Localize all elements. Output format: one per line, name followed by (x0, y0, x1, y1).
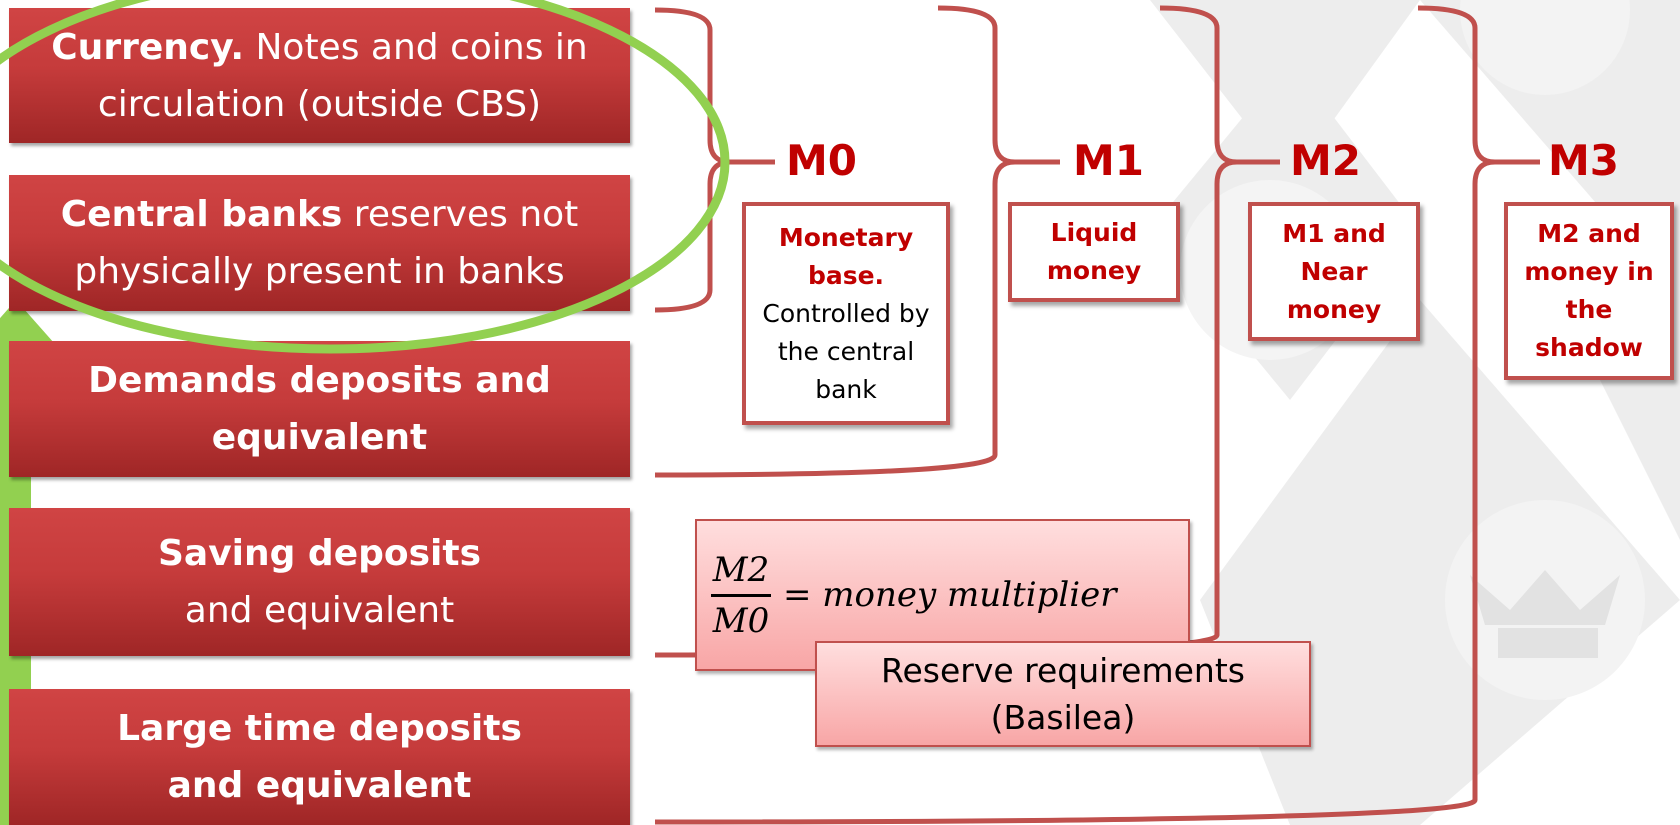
m2-desc-title: M1 and Near money (1282, 218, 1386, 324)
reserve-requirements-box: Reserve requirements (Basilea) (815, 641, 1311, 747)
m0-description: Monetary base. Controlled by the central… (742, 202, 950, 425)
green-highlight-ellipse (0, 0, 730, 354)
currency-box: Currency. Notes and coins in circulation… (9, 8, 630, 143)
currency-title: Currency. (51, 26, 245, 68)
demand-deposits-box: Demands deposits and equivalent (9, 341, 630, 477)
green-arrow-head (0, 300, 62, 352)
m1-description: Liquid money (1008, 202, 1180, 302)
reserves-text: reserves not physically present in banks (74, 194, 579, 292)
saving-deposits-title: Saving deposits (157, 533, 482, 574)
m0-desc-text: Controlled by the central bank (762, 298, 930, 404)
saving-deposits-text: and equivalent (184, 590, 455, 631)
large-time-deposits-text: Large time deposits and equivalent (117, 708, 522, 806)
formula-rhs: = money multiplier (783, 575, 1117, 615)
label-m3: M3 (1548, 136, 1620, 185)
fraction-denominator: M0 (712, 600, 770, 641)
bracket-m1 (654, 5, 1060, 478)
reserves-title: Central banks (60, 194, 343, 235)
saving-deposits-box: Saving deposits and equivalent (9, 508, 630, 656)
m2-description: M1 and Near money (1248, 202, 1420, 341)
reserve-line2: (Basilea) (990, 698, 1136, 737)
label-m0: M0 (786, 136, 858, 185)
fraction-numerator: M2 (712, 549, 770, 590)
crown-icon (1470, 570, 1620, 658)
currency-text: Notes and coins in circulation (outside … (97, 26, 588, 125)
label-m2: M2 (1290, 136, 1362, 185)
reserve-line1: Reserve requirements (881, 651, 1245, 690)
m3-desc-title: M2 and money in the shadow (1524, 219, 1654, 362)
central-bank-reserves-box: Central banks reserves not physically pr… (9, 175, 630, 311)
large-time-deposits-box: Large time deposits and equivalent (9, 689, 630, 825)
m3-description: M2 and money in the shadow (1504, 202, 1674, 380)
multiplier-fraction: M2 M0 (711, 546, 771, 645)
m0-desc-title: Monetary base. (778, 222, 914, 290)
label-m1: M1 (1073, 136, 1145, 185)
m1-desc-title: Liquid money (1046, 218, 1142, 285)
bracket-m3 (654, 5, 1540, 825)
demand-deposits-text: Demands deposits and equivalent (88, 360, 551, 458)
